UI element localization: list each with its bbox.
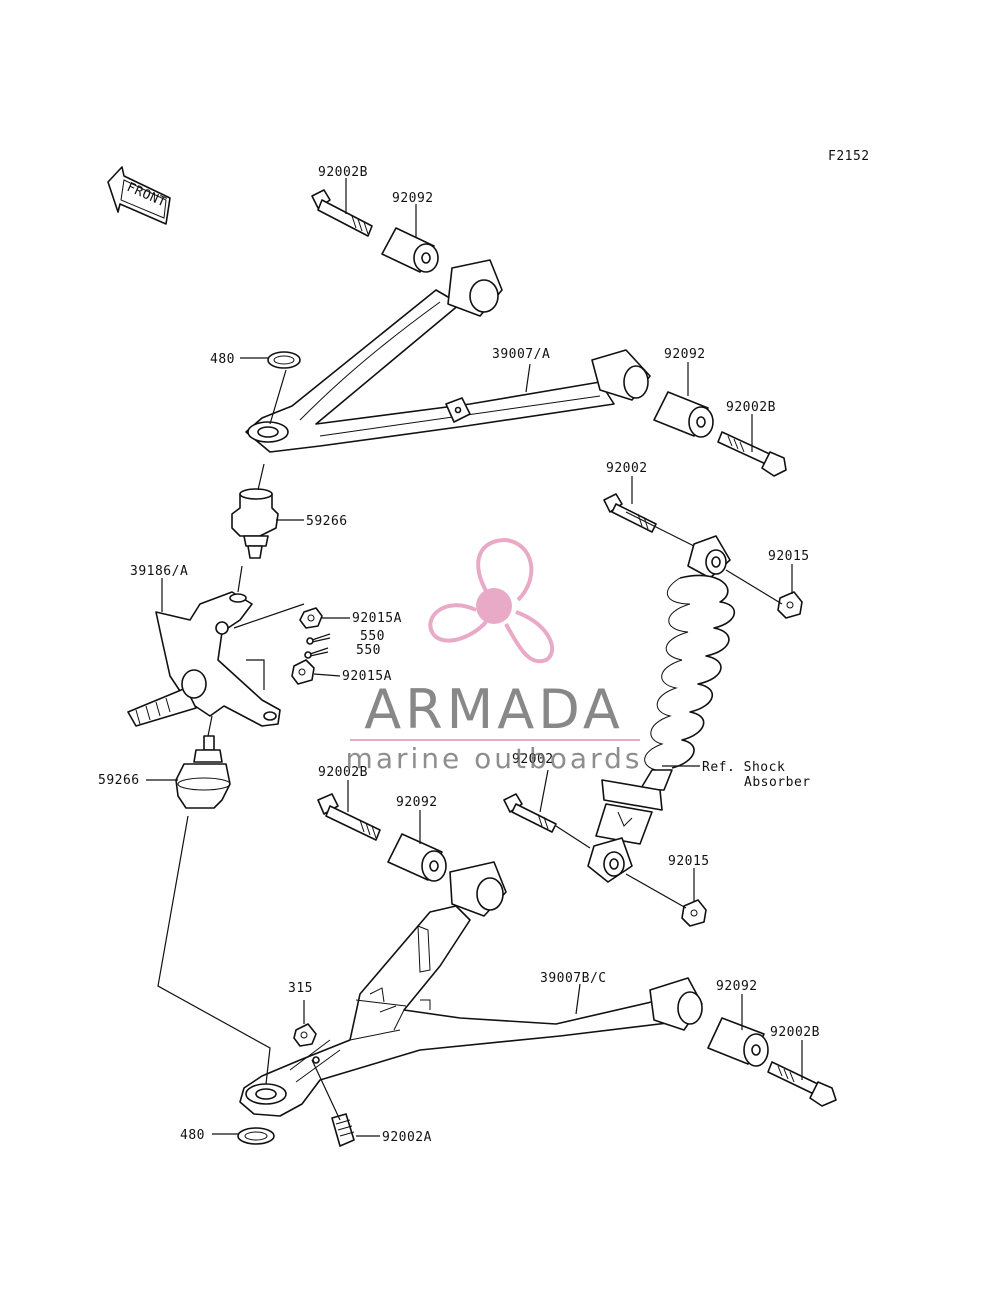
bushing-lower-front xyxy=(387,833,447,882)
part-labels: 92002B 92092 480 39007/A 92092 92002B 92… xyxy=(98,165,820,1145)
label-ball-joint-upper: 59266 xyxy=(306,514,348,529)
label-nut-315: 315 xyxy=(288,981,313,996)
label-lower-arm: 39007B/C xyxy=(540,971,607,986)
bushing-upper-front xyxy=(381,227,439,273)
label-circlip-upper: 480 xyxy=(210,352,235,367)
watermark: ARMADA marine outboards xyxy=(346,537,643,775)
label-shock-ref-1: Ref. Shock xyxy=(702,760,785,775)
nut-upper-knuckle xyxy=(299,607,323,629)
steering-knuckle xyxy=(127,591,281,727)
circlip-upper xyxy=(267,351,301,369)
bolt-upper-rear xyxy=(717,431,787,477)
nut-315 xyxy=(293,1023,317,1047)
bolt-upper-front xyxy=(311,189,373,237)
label-ball-joint-lower: 59266 xyxy=(98,773,140,788)
nut-lower-knuckle xyxy=(291,659,315,685)
label-bushing-upper-rear: 92092 xyxy=(664,347,706,362)
leader-lines xyxy=(146,178,803,1137)
ball-joint-lower xyxy=(175,735,231,809)
label-shock-bolt-upper: 92002 xyxy=(606,461,648,476)
bushing-upper-rear xyxy=(653,391,714,438)
label-upper-arm: 39007/A xyxy=(492,347,550,362)
watermark-brand: ARMADA xyxy=(364,678,624,741)
front-arrow-icon: FRONT xyxy=(107,166,171,225)
figure-code: F2152 xyxy=(828,149,870,164)
label-shock-bolt-lower: 92002 xyxy=(512,752,554,767)
label-circlip-lower: 480 xyxy=(180,1128,205,1143)
label-shock-nut-upper: 92015 xyxy=(768,549,810,564)
upper-arm xyxy=(245,259,651,453)
label-bushing-lower-front: 92092 xyxy=(396,795,438,810)
shock-nut-upper xyxy=(777,591,803,619)
label-bushing-lower-rear: 92092 xyxy=(716,979,758,994)
label-shock-ref-2: Absorber xyxy=(744,775,811,790)
label-cotter-pin-2: 550 xyxy=(356,643,381,658)
label-bushing-upper-front: 92092 xyxy=(392,191,434,206)
label-knuckle: 39186/A xyxy=(130,564,188,579)
shock-bolt-upper xyxy=(603,493,657,533)
shock-bolt-lower xyxy=(503,793,557,833)
shock-absorber xyxy=(587,535,736,883)
label-bolt-lower-front: 92002B xyxy=(318,765,368,780)
bushing-lower-rear xyxy=(707,1017,769,1067)
label-shock-nut-lower: 92015 xyxy=(668,854,710,869)
propeller-icon xyxy=(428,537,555,664)
label-knuckle-nut-upper: 92015A xyxy=(352,611,402,626)
cotter-pin-2 xyxy=(304,647,329,659)
bolt-lower-small xyxy=(331,1113,355,1147)
label-knuckle-nut-lower: 92015A xyxy=(342,669,392,684)
label-bolt-lower-rear: 92002B xyxy=(770,1025,820,1040)
label-cotter-pin-1: 550 xyxy=(360,629,385,644)
label-bolt-upper-front: 92002B xyxy=(318,165,368,180)
bolt-lower-front xyxy=(317,793,381,841)
circlip-lower xyxy=(237,1127,275,1145)
cotter-pin-1 xyxy=(306,633,331,645)
ball-joint-upper xyxy=(231,488,279,559)
label-bolt-upper-rear: 92002B xyxy=(726,400,776,415)
label-bolt-lower-small: 92002A xyxy=(382,1130,432,1145)
shock-nut-lower xyxy=(681,899,707,927)
bolt-lower-rear xyxy=(767,1061,837,1107)
watermark-tagline: marine outboards xyxy=(346,742,643,775)
